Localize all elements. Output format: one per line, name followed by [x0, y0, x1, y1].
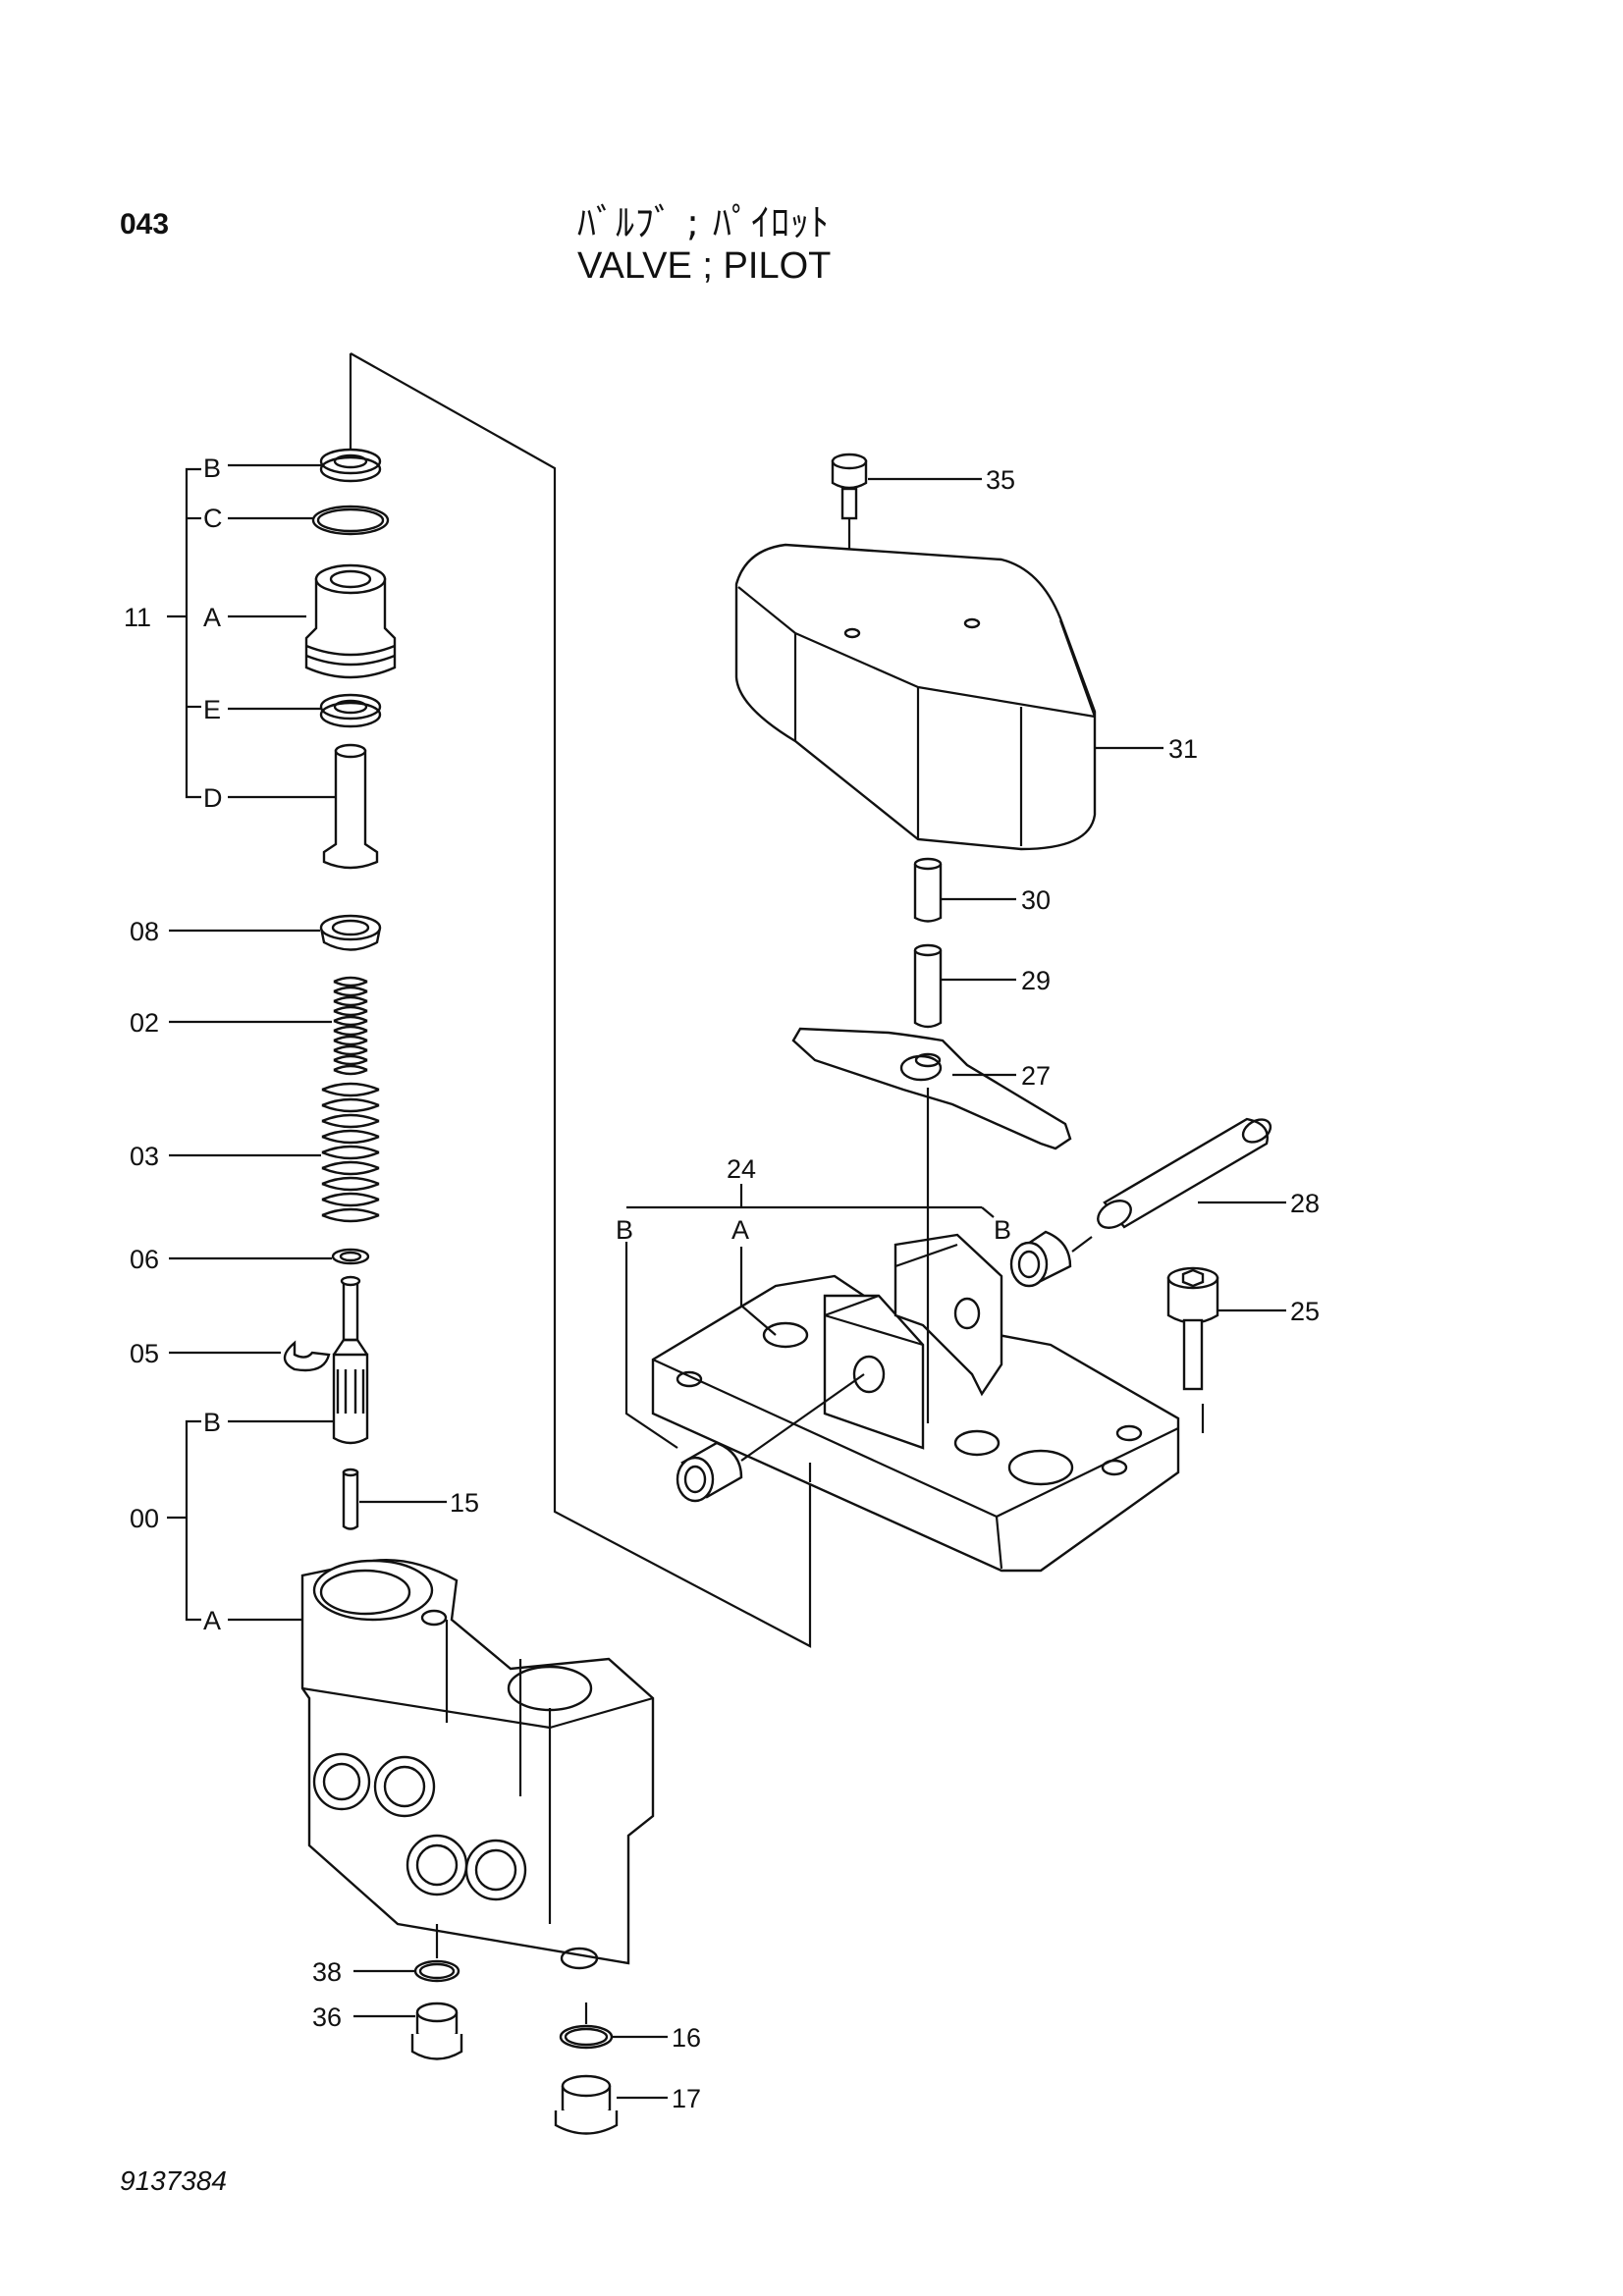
part-36-plug: [410, 2002, 463, 2060]
part-02-spring: [333, 976, 368, 1076]
label-11d: D: [203, 783, 223, 813]
label-29: 29: [1021, 966, 1051, 995]
part-11b-ring: [319, 448, 382, 483]
part-00b-spool: [332, 1275, 369, 1445]
label-11c: C: [203, 504, 223, 533]
page-number: 043: [120, 208, 170, 240]
title-japanese: ﾊﾞﾙﾌﾞ ; ﾊﾟｲﾛｯﾄ: [577, 201, 830, 244]
label-24: 24: [727, 1154, 756, 1184]
label-03: 03: [130, 1142, 159, 1171]
label-00a: A: [203, 1606, 221, 1635]
label-15: 15: [450, 1488, 479, 1518]
part-15-pin: [342, 1468, 359, 1530]
label-11a: A: [203, 603, 221, 632]
part-35-bolt: [831, 453, 982, 628]
label-06: 06: [130, 1245, 159, 1274]
part-24b-bushing-right: [1009, 1230, 1093, 1288]
label-25: 25: [1290, 1297, 1320, 1326]
label-02: 02: [130, 1008, 159, 1038]
label-11e: E: [203, 695, 221, 724]
label-36: 36: [312, 2002, 342, 2032]
part-16-oring: [559, 2024, 614, 2050]
part-29-sleeve: [913, 943, 1016, 1029]
label-24b-left: B: [616, 1215, 633, 1245]
leaders-24: [624, 1088, 995, 1482]
part-00a-valve-body: [300, 1559, 655, 1970]
part-27-lever: [791, 1027, 1072, 1150]
label-00: 00: [130, 1504, 159, 1533]
part-06-washer: [331, 1248, 370, 1265]
label-27: 27: [1021, 1061, 1051, 1091]
label-28: 28: [1290, 1189, 1320, 1218]
part-24a-base-plate: [651, 1233, 1180, 1573]
leaders-left: [167, 463, 668, 2100]
part-11d-plunger: [322, 743, 379, 870]
label-11: 11: [124, 603, 151, 632]
part-30-sleeve: [913, 857, 1016, 923]
label-24b-right: B: [994, 1215, 1011, 1245]
label-05: 05: [130, 1339, 159, 1368]
label-11b: B: [203, 454, 221, 483]
part-11e-ring: [319, 693, 382, 728]
label-16: 16: [672, 2023, 701, 2053]
part-24b-bushing-left: [676, 1373, 865, 1503]
label-08: 08: [130, 917, 159, 946]
part-25-bolt: [1166, 1266, 1286, 1433]
part-11a-bushing: [304, 563, 397, 679]
label-38: 38: [312, 1957, 342, 1987]
part-17-plug: [554, 2074, 619, 2135]
part-38-oring: [413, 1959, 460, 1983]
part-03-spring: [321, 1082, 380, 1223]
label-31: 31: [1168, 734, 1198, 764]
part-labels: 11 B C A E D 08 02 03 06 05 B 00 A 15 38…: [124, 454, 1320, 2113]
title-english: VALVE ; PILOT: [577, 245, 832, 287]
part-28-pin: [1097, 1117, 1286, 1229]
drawing-code: 9137384: [120, 2165, 228, 2196]
part-31-cover: [734, 543, 1163, 851]
label-17: 17: [672, 2084, 701, 2113]
label-00b: B: [203, 1408, 221, 1437]
label-24a: A: [731, 1215, 749, 1245]
label-30: 30: [1021, 885, 1051, 915]
part-08-retainer: [319, 914, 382, 951]
part-11c-oring: [311, 505, 390, 536]
label-35: 35: [986, 465, 1015, 495]
part-05-clip: [283, 1340, 331, 1372]
